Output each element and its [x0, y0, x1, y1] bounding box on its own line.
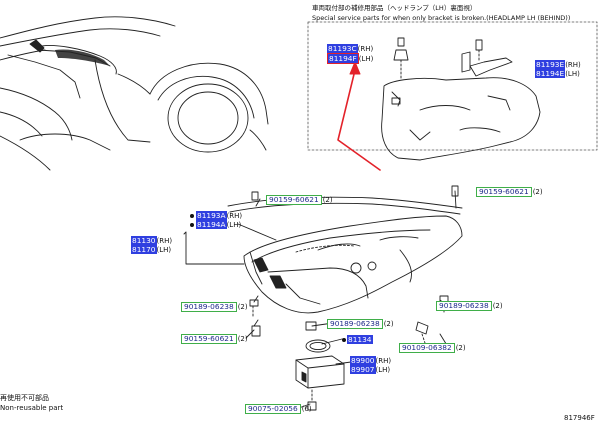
headlamp-main	[243, 215, 463, 314]
non-reusable-dot	[190, 223, 194, 227]
quantity: (2)	[322, 196, 333, 204]
callout-bracket-parts-right: 81193E (RH) 81194E (LH)	[535, 60, 581, 78]
side-label: (RH)	[565, 60, 581, 69]
label-bracket-set: 81193A (RH) 81194A (LH)	[196, 211, 242, 229]
headlamp-back-outline	[381, 77, 541, 161]
part-number-81170[interactable]: 81170	[131, 245, 157, 254]
side-label: (RH)	[357, 44, 374, 53]
part-number-81134[interactable]: 81134	[347, 335, 373, 344]
label-screw-bottom: 90075-02056 (6)	[245, 404, 312, 414]
side-label: (LH)	[565, 69, 580, 78]
side-label: (RH)	[226, 211, 243, 220]
part-number-90075-02056[interactable]: 90075-02056	[245, 404, 301, 414]
quantity: (2)	[237, 335, 248, 343]
callout-arrow	[337, 65, 381, 171]
vehicle-sketch	[0, 16, 269, 171]
side-label: (RH)	[375, 356, 392, 365]
part-number-81194a[interactable]: 81194A	[196, 220, 227, 229]
callout-bracket-parts: 81193C (RH) 81194F (LH)	[327, 44, 373, 64]
header-title-en: Special service parts for when only brac…	[312, 14, 571, 22]
legend-en: Non-reusable part	[0, 404, 64, 412]
label-nut-right: 90189-06238 (2)	[436, 301, 503, 311]
label-nut-left: 90189-06238 (2)	[181, 302, 248, 312]
label-computer: 89900 (RH) 89907 (LH)	[350, 356, 391, 374]
label-clip-right: 90109-06382 (2)	[399, 343, 466, 353]
part-number-81193a[interactable]: 81193A	[196, 211, 227, 220]
side-label: (RH)	[156, 236, 173, 245]
part-number-81193c[interactable]: 81193C	[327, 44, 358, 53]
part-number-90109-06382[interactable]: 90109-06382	[399, 343, 455, 353]
part-number-90159-60621[interactable]: 90159-60621	[266, 195, 322, 205]
side-label: (LH)	[358, 54, 374, 63]
part-number-89907[interactable]: 89907	[350, 365, 376, 374]
quantity: (6)	[301, 405, 312, 413]
part-number-90159-60621[interactable]: 90159-60621	[181, 334, 237, 344]
non-reusable-dot	[190, 214, 194, 218]
label-socket: 81134	[347, 335, 373, 344]
quantity: (2)	[237, 303, 248, 311]
side-label: (LH)	[156, 245, 172, 254]
part-number-90189-06238[interactable]: 90189-06238	[436, 301, 492, 311]
non-reusable-dot	[342, 338, 346, 342]
quantity: (2)	[492, 302, 503, 310]
side-label: (LH)	[226, 220, 242, 229]
part-number-81193e[interactable]: 81193E	[535, 60, 566, 69]
part-number-90189-06238[interactable]: 90189-06238	[327, 319, 383, 329]
figure-code: 817946F	[564, 414, 595, 422]
legend-jp: 再使用不可部品	[0, 394, 49, 402]
part-number-90189-06238[interactable]: 90189-06238	[181, 302, 237, 312]
quantity: (2)	[532, 188, 543, 196]
label-headlamp-unit: 81130 (RH) 81170 (LH)	[131, 236, 172, 254]
label-nut-center: 90189-06238 (2)	[327, 319, 394, 329]
quantity: (2)	[383, 320, 394, 328]
part-number-90159-60621[interactable]: 90159-60621	[476, 187, 532, 197]
label-screw-right: 90159-60621 (2)	[476, 187, 543, 197]
part-number-81194f[interactable]: 81194F	[327, 53, 359, 64]
header-title-jp: 車両取付部の補修用部品（ヘッドランプ（LH）裏面視）	[312, 4, 477, 12]
part-number-81194e[interactable]: 81194E	[535, 69, 566, 78]
label-screw-lower-left: 90159-60621 (2)	[181, 334, 248, 344]
part-number-89900[interactable]: 89900	[350, 356, 376, 365]
quantity: (2)	[455, 344, 466, 352]
part-number-81130[interactable]: 81130	[131, 236, 157, 245]
side-label: (LH)	[375, 365, 391, 374]
label-screw-left: 90159-60621 (2)	[266, 195, 333, 205]
